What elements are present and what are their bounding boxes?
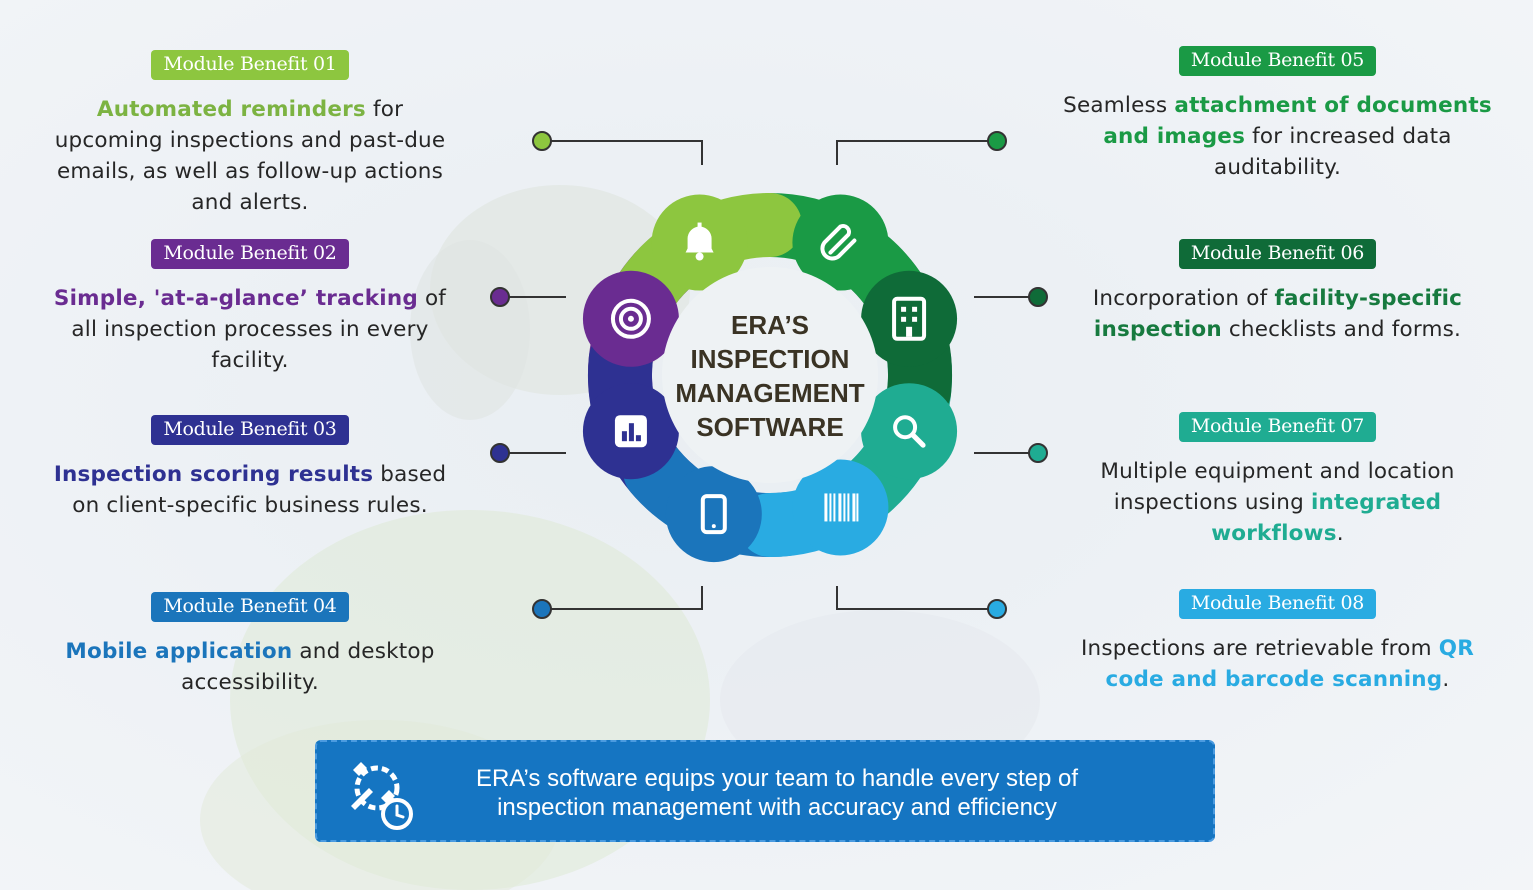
benefit-badge: Module Benefit 04 <box>151 592 349 622</box>
building-icon <box>892 296 927 341</box>
target-icon <box>610 298 651 339</box>
benefit-badge: Module Benefit 02 <box>151 239 349 269</box>
footer-line: inspection management with accuracy and … <box>497 794 1057 821</box>
center-title: ERA’S INSPECTION MANAGEMENT SOFTWARE <box>660 308 880 444</box>
benefit-text: Seamless <box>1063 93 1175 118</box>
benefit-description: Mobile application and desktop accessibi… <box>40 636 460 698</box>
footer-line: ERA’s software equips your team to handl… <box>475 765 1079 792</box>
connector-dot <box>532 131 552 151</box>
benefit-01: Module Benefit 01 Automated reminders fo… <box>40 50 460 218</box>
benefit-text: Multiple equipment and location inspecti… <box>1100 459 1455 515</box>
benefit-highlight: Simple, 'at-a-glance’ tracking <box>53 286 418 311</box>
barcode-icon <box>824 493 859 522</box>
connector-dot <box>1028 443 1048 463</box>
center-title-line: ERA’S <box>730 310 810 340</box>
benefit-text: Inspections are retrievable from <box>1080 636 1439 661</box>
benefit-text: based on client-specific business rules. <box>72 462 447 518</box>
benefit-description: Automated reminders for upcoming inspect… <box>40 94 460 218</box>
benefit-text: checklists and forms. <box>1221 317 1462 342</box>
search-icon <box>893 415 926 448</box>
cycle-bubble <box>861 270 958 367</box>
benefit-badge: Module Benefit 05 <box>1178 46 1377 76</box>
benefit-text: for increased data auditability. <box>1213 124 1452 180</box>
connector-dot <box>987 131 1007 151</box>
benefit-description: Seamless attachment of documents and ima… <box>1060 90 1495 183</box>
benefit-07: Module Benefit 07 Multiple equipment and… <box>1050 412 1505 549</box>
center-title-line: SOFTWARE <box>696 412 844 442</box>
benefit-description: Simple, 'at-a-glance’ tracking of all in… <box>40 283 460 376</box>
benefit-text: of all inspection processes in every fac… <box>71 286 447 373</box>
bar-chart-icon <box>614 415 647 448</box>
connector-dot <box>987 599 1007 619</box>
benefit-highlight: integrated workflows <box>1211 490 1442 546</box>
center-title-line: INSPECTION <box>690 344 850 374</box>
bell-icon <box>685 222 714 261</box>
benefit-04: Module Benefit 04 Mobile application and… <box>40 592 460 698</box>
benefit-highlight: facility-specific inspection <box>1093 286 1463 342</box>
benefit-06: Module Benefit 06 Incorporation of facil… <box>1060 239 1495 345</box>
connector-dot <box>490 287 510 307</box>
cycle-segments <box>582 193 958 563</box>
benefit-highlight: Mobile application <box>65 639 293 664</box>
benefit-text: for upcoming inspections and past-due em… <box>54 97 446 215</box>
cycle-bubble <box>861 383 958 480</box>
center-title-line: MANAGEMENT <box>675 378 865 408</box>
benefit-badge: Module Benefit 03 <box>151 415 349 445</box>
benefit-text: and desktop accessibility. <box>181 639 435 695</box>
benefit-highlight: QR code and barcode scanning <box>1105 636 1475 692</box>
benefit-badge: Module Benefit 06 <box>1178 239 1377 269</box>
mobile-icon <box>700 494 727 535</box>
connector-line <box>836 586 997 610</box>
benefit-02: Module Benefit 02 Simple, 'at-a-glance’ … <box>40 239 460 376</box>
connector-dot <box>490 443 510 463</box>
benefit-05: Module Benefit 05 Seamless attachment of… <box>1060 46 1495 183</box>
benefit-description: Inspections are retrievable from QR code… <box>1060 633 1495 695</box>
cycle-center <box>662 267 878 483</box>
connector-dot <box>532 599 552 619</box>
benefit-highlight: Inspection scoring results <box>53 462 374 487</box>
connector-dot <box>1028 287 1048 307</box>
connector-line <box>542 586 703 610</box>
benefit-badge: Module Benefit 01 <box>151 50 349 80</box>
benefit-text: . <box>1336 521 1344 546</box>
benefit-08: Module Benefit 08 Inspections are retrie… <box>1060 589 1495 695</box>
benefit-highlight: attachment of documents and images <box>1103 93 1492 149</box>
benefit-highlight: Automated reminders <box>96 97 366 122</box>
benefit-text: . <box>1442 667 1450 692</box>
benefit-badge: Module Benefit 08 <box>1178 589 1377 619</box>
benefit-description: Incorporation of facility-specific inspe… <box>1060 283 1495 345</box>
paperclip-icon <box>820 224 857 261</box>
connector-line <box>836 140 997 165</box>
benefit-description: Inspection scoring results based on clie… <box>40 459 460 521</box>
benefit-description: Multiple equipment and location inspecti… <box>1050 456 1505 549</box>
connectors <box>490 131 1048 619</box>
benefit-03: Module Benefit 03 Inspection scoring res… <box>40 415 460 521</box>
footer-banner: ERA’s software equips your team to handl… <box>315 740 1215 842</box>
footer-text: ERA’s software equips your team to handl… <box>427 764 1127 822</box>
connector-line <box>542 140 703 165</box>
cycle-bubble <box>665 466 762 563</box>
gear-wrench-clock-icon <box>351 762 413 830</box>
benefit-text: Incorporation of <box>1092 286 1275 311</box>
benefit-badge: Module Benefit 07 <box>1178 412 1377 442</box>
